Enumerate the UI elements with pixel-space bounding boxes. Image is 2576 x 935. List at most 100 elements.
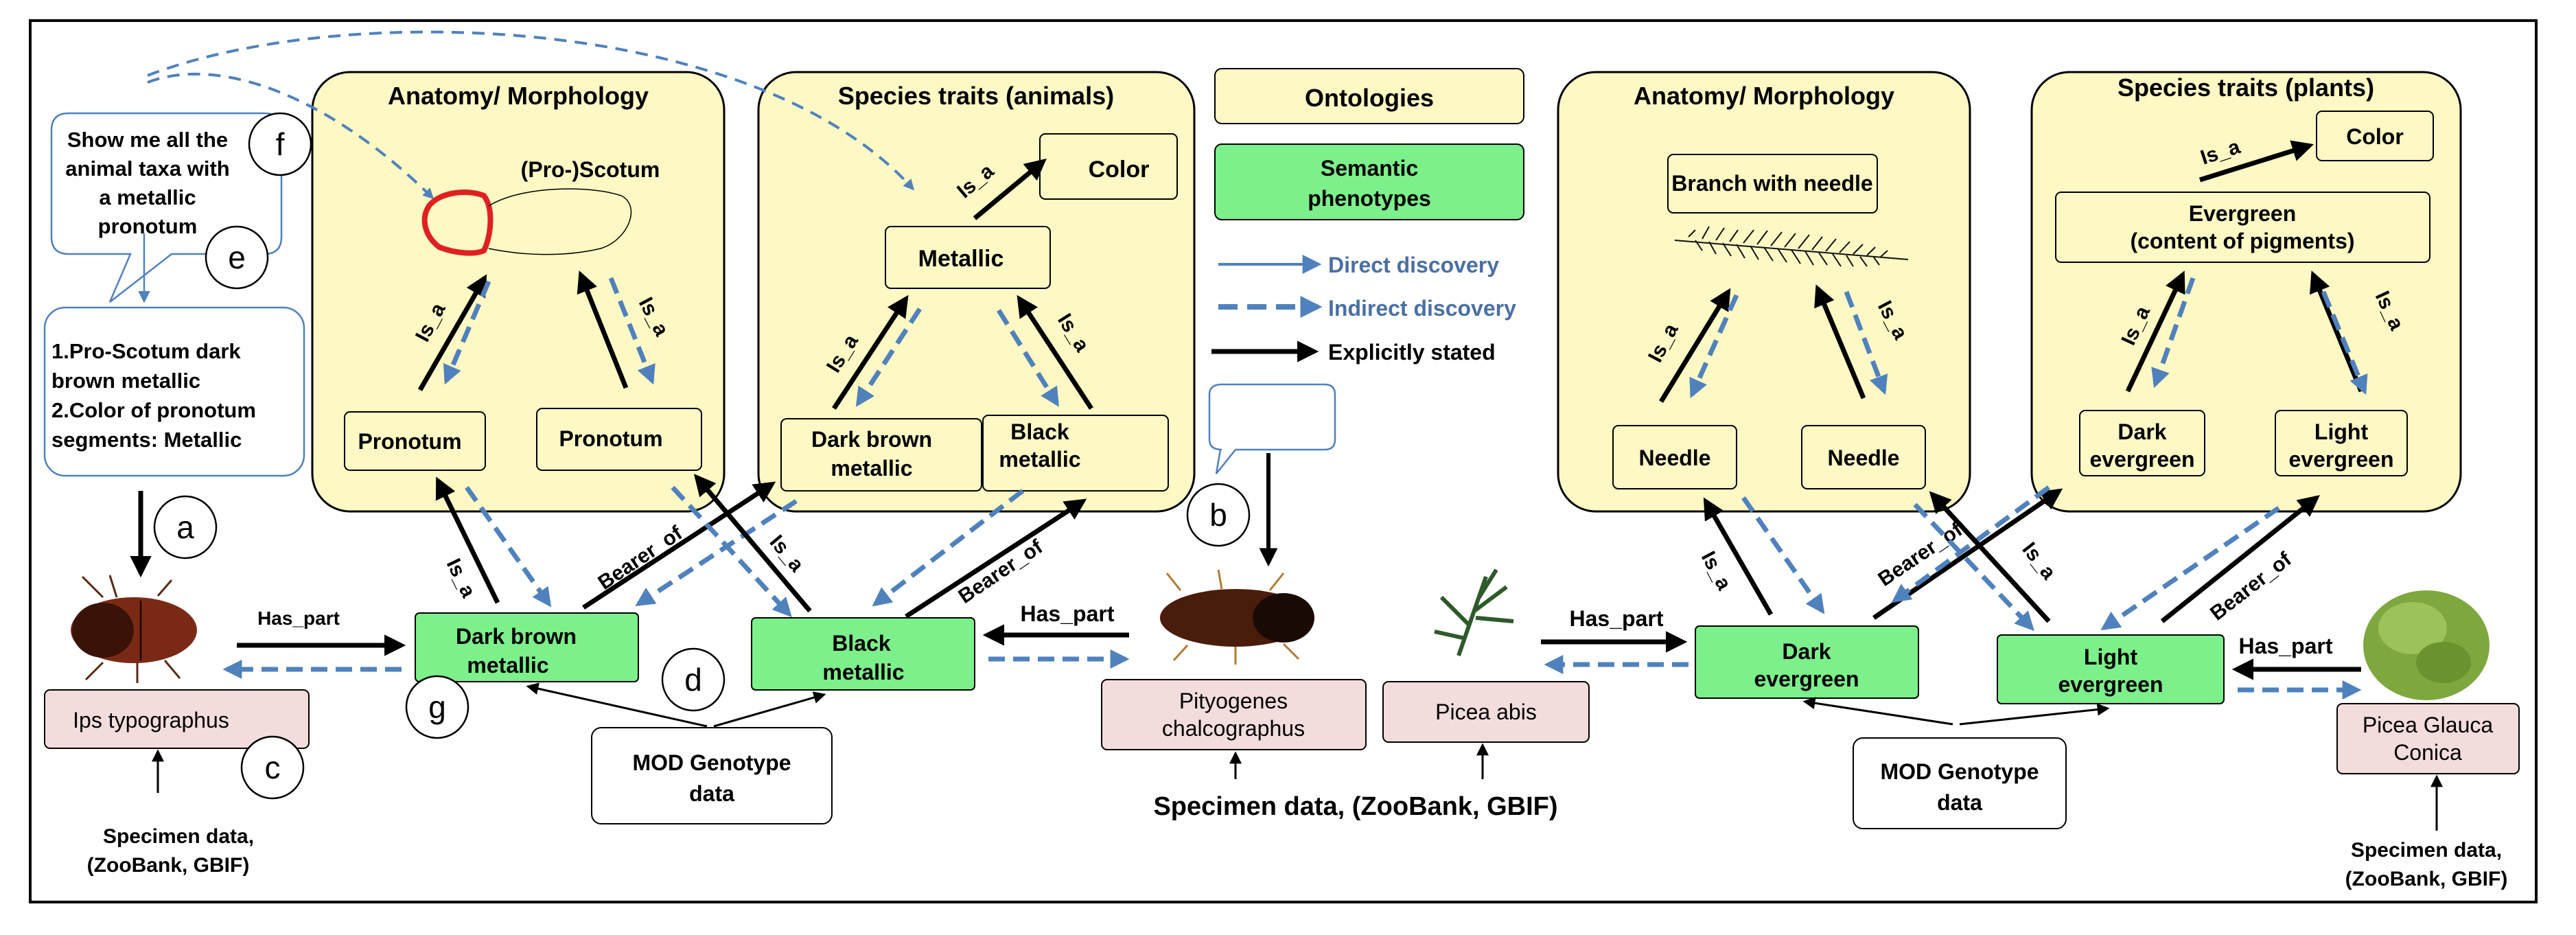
taxon-picea-abies-label: Picea abis (1435, 700, 1537, 724)
panel-title-anatomy-animals: Anatomy/ Morphology (388, 82, 649, 110)
phenotype-dark-brown-metallic[interactable] (415, 612, 639, 682)
node-pronotum-left (344, 411, 486, 471)
taxon-pityogenes-label-1: Pityogenes (1179, 689, 1288, 713)
genotype-left-label-2: data (689, 781, 734, 806)
marker-g: g (405, 675, 469, 739)
genotype-right-label-1: MOD Genotype (1880, 759, 2039, 784)
legend-semantic-box (1214, 143, 1524, 220)
taxon-picea-abies[interactable] (1382, 681, 1590, 743)
phenotype-le-label-2: evergreen (2058, 672, 2163, 697)
phenotype-dbm-label-1: Dark brown (456, 624, 577, 649)
picea-glauca-image (2363, 590, 2490, 700)
haspart-label-pityogenes: Has_part (1021, 601, 1115, 626)
taxon-pityogenes[interactable] (1101, 679, 1367, 750)
node-pronotum-right-label: Pronotum (559, 426, 662, 451)
branch-with-needle-image (1674, 226, 1909, 267)
node-color-animal-label: Color (1089, 157, 1150, 183)
panel-title-traits-plants: Species traits (plants) (2117, 73, 2374, 102)
haspart-label-ips: Has_part (257, 608, 340, 629)
scotum-outline (488, 188, 632, 255)
annotation-line-2: brown metallic (51, 369, 200, 393)
pityogenes-beetle-image (1160, 569, 1314, 665)
genotype-box-left[interactable] (591, 727, 833, 824)
svg-text:g: g (428, 689, 446, 725)
query-line-4: pronotum (98, 214, 198, 238)
svg-text:c: c (265, 750, 281, 785)
annotation-line-3: 2.Color of pronotum (51, 398, 256, 422)
marker-f: f (248, 112, 312, 176)
query-line-2: animal taxa with (65, 157, 229, 181)
taxon-picea-glauca-label-2: Conica (2393, 740, 2462, 765)
isa-dashed-evergreen-le (2321, 290, 2368, 395)
taxon-picea-glauca[interactable] (2336, 703, 2520, 774)
node-pro-scotum: (Pro-)Scotum (521, 157, 660, 182)
legend-ontologies-label: Ontologies (1305, 84, 1434, 112)
marker-b: b (1186, 483, 1251, 547)
bearer-arrow-bm (905, 498, 1087, 619)
isa-arrow-metallic-color (973, 158, 1047, 220)
isa-arrow-bm-pronotum (693, 474, 812, 613)
node-black-metallic (982, 415, 1169, 492)
isa-arrow-de-evergreen (2125, 270, 2185, 393)
specimen-left-line-2: (ZooBank, GBIF) (87, 854, 250, 877)
node-bm-label-1: Black (1010, 419, 1069, 444)
isa-dashed-needle-right (1844, 290, 1888, 395)
node-evergreen-label-2: (content of pigments) (2130, 229, 2354, 253)
node-dbm-label-2: metallic (831, 456, 912, 481)
taxon-ips-typographus[interactable] (44, 689, 310, 749)
node-branch-label: Branch with needle (1671, 171, 1872, 196)
isa-dashed-needle-le (1913, 503, 2034, 632)
phenotype-bm-label-1: Black (832, 631, 891, 656)
node-pronotum-right (536, 408, 702, 471)
node-dark-brown-metallic (780, 418, 982, 492)
haspart-label-picea-glauca: Has_part (2239, 634, 2333, 658)
marker-a: a (153, 495, 218, 559)
isa-arrow-evergreen-color (2198, 140, 2314, 183)
node-bm-label-2: metallic (999, 447, 1080, 472)
query-line-3: a metallic (99, 185, 196, 209)
bearer-dashed-le (2100, 506, 2280, 631)
bearer-label-bm: Bearer_of (954, 535, 1047, 608)
panel-traits-plants (2030, 71, 2462, 513)
node-needle-right-label: Needle (1828, 446, 1900, 470)
node-pronotum-left-label: Pronotum (358, 429, 461, 454)
isa-arrow-le-needle (1929, 491, 2051, 623)
node-metallic (885, 226, 1051, 289)
isa-dashed-needle-left (1689, 294, 1739, 399)
isa-arrow-needle-left (1659, 288, 1731, 403)
annotation-line-1: 1.Pro-Scotum dark (51, 339, 241, 363)
marker-e: e (205, 225, 269, 290)
bearer-dashed-bm (872, 489, 1025, 607)
node-color-plant (2316, 111, 2434, 161)
specimen-right-line-2: (ZooBank, GBIF) (2345, 868, 2508, 890)
node-branch (1667, 154, 1878, 213)
svg-text:d: d (684, 662, 702, 697)
marker-d: d (661, 647, 726, 712)
isa-dashed-needle-de (1741, 496, 1825, 614)
marker-c: c (240, 735, 305, 800)
annotation-line-4: segments: Metallic (51, 428, 242, 452)
phenotype-black-metallic[interactable] (751, 617, 975, 691)
isa-arrow-dbm-pronotum (435, 476, 500, 604)
isa-dashed-metallic-bm (997, 309, 1059, 407)
bearer-arrow-le (2160, 495, 2320, 623)
taxon-ips-label: Ips typographus (73, 708, 229, 732)
genotype-left-to-bm (713, 691, 826, 728)
bearer-dashed-dbm (635, 499, 798, 607)
genotype-left-to-dbm (526, 682, 708, 728)
haspart-label-picea-abies: Has_part (1570, 606, 1664, 631)
node-metallic-label: Metallic (918, 246, 1004, 272)
phenotype-light-evergreen[interactable] (1997, 634, 2225, 704)
genotype-box-right[interactable] (1853, 737, 2067, 829)
isa-dashed-metallic-dbm (855, 308, 922, 407)
phenotype-de-label-1: Dark (1782, 639, 1831, 664)
node-color-plant-label: Color (2346, 124, 2404, 149)
isa-dashed-pronotum-right (608, 277, 655, 385)
bearer-arrow-dbm (582, 481, 776, 610)
isa-label-le-needle: Is_a (2017, 538, 2060, 584)
specimen-left-line-1: Specimen data, (103, 825, 254, 848)
isa-dashed-pronotum-left (443, 280, 491, 385)
isa-dashed-pronotum-bm (671, 485, 792, 618)
svg-text:a: a (176, 509, 194, 545)
bearer-label-le: Bearer_of (2206, 548, 2296, 625)
